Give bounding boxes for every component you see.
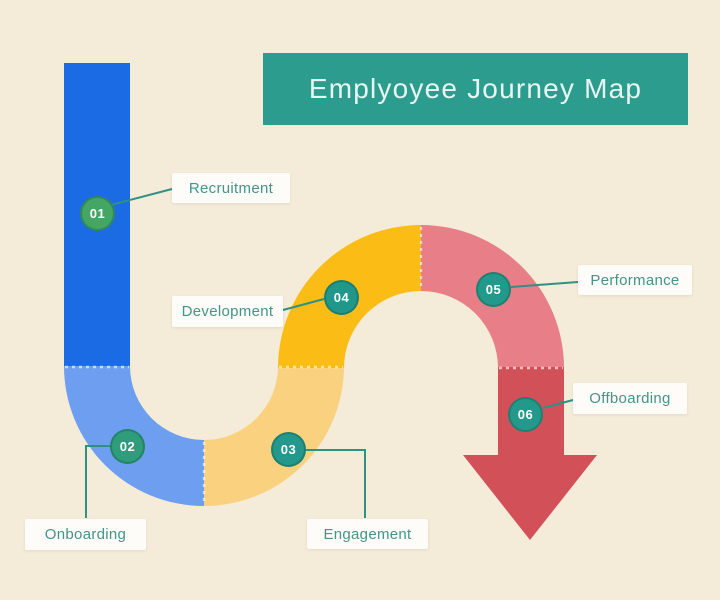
stage-label-onboarding: Onboarding [25, 519, 146, 550]
stage-label-offboarding: Offboarding [573, 383, 687, 414]
stage-label-development: Development [172, 296, 283, 327]
stage-number-03: 03 [280, 442, 297, 457]
connector-recruitment [106, 188, 173, 207]
title-banner: Emplyoyee Journey Map [263, 53, 688, 125]
stage-circle-05: 05 [476, 272, 511, 307]
stage-label-engagement: Engagement [307, 519, 428, 549]
stage-circle-03: 03 [271, 432, 306, 467]
stage-label-text: Offboarding [589, 390, 671, 407]
stage-number-06: 06 [517, 407, 534, 422]
stage-number-04: 04 [333, 290, 350, 305]
connector-onboarding [85, 445, 111, 518]
stage-circle-04: 04 [324, 280, 359, 315]
stage-label-text: Engagement [323, 525, 412, 543]
connector-offboarding [542, 399, 574, 409]
stage-circle-02: 02 [110, 429, 145, 464]
stage-circle-01: 01 [80, 196, 115, 231]
stage-label-recruitment: Recruitment [172, 173, 290, 203]
stage-label-text: Recruitment [188, 179, 274, 197]
stage-number-05: 05 [485, 282, 502, 297]
page-title: Emplyoyee Journey Map [308, 73, 643, 104]
stage-number-01: 01 [89, 206, 106, 221]
connector-performance [510, 281, 579, 288]
path-segment-engagement [204, 366, 344, 506]
connector-engagement [306, 449, 366, 518]
path-segment-offboarding-arrow [463, 367, 597, 540]
stage-number-02: 02 [119, 439, 136, 454]
connector-development [282, 298, 325, 311]
stage-label-performance: Performance [578, 265, 692, 295]
stage-label-text: Performance [590, 271, 680, 289]
stage-circle-06: 06 [508, 397, 543, 432]
stage-label-text: Onboarding [44, 526, 127, 543]
stage-label-text: Development [181, 303, 274, 320]
